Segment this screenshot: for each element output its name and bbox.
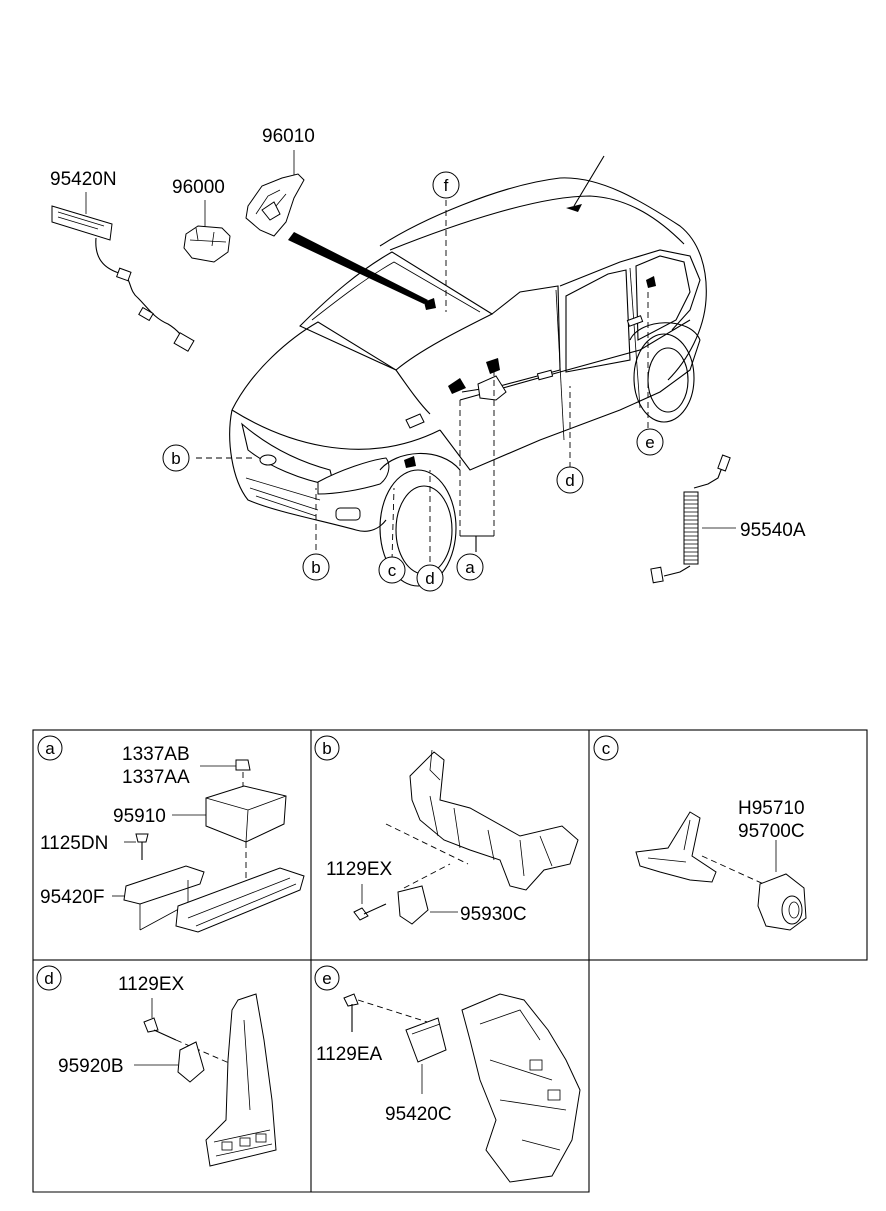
label-95930c: 95930C [460, 904, 527, 925]
svg-text:e: e [645, 433, 654, 452]
label-1337ab: 1337AB [122, 744, 190, 765]
detail-panels: a 1337AB 1337AA 95910 1125DN 95420F [32, 729, 868, 1193]
panel-c: c H95710 95700C [593, 735, 807, 931]
label-1337aa: 1337AA [122, 767, 190, 788]
module-96010: 96010 [245, 126, 315, 237]
label-95420f: 95420F [40, 887, 104, 908]
vehicle-illustration [229, 155, 707, 587]
callout-b-front: b [162, 444, 190, 472]
panel-e-letter: e [322, 969, 331, 988]
mirror-pointer [288, 232, 428, 304]
label-1125dn: 1125DN [40, 833, 108, 854]
panel-d: d 1129EX 95920B [36, 965, 277, 1167]
panel-b-letter: b [322, 739, 331, 758]
label-1129ea: 1129EA [316, 1044, 383, 1065]
svg-text:d: d [425, 569, 434, 588]
label-1129ex-b: 1129EX [326, 859, 393, 880]
panel-b: b 1129EX 95930C [314, 735, 579, 925]
label-95700c: 95700C [738, 821, 805, 842]
callout-lines [196, 200, 649, 562]
panel-e: e 1129EA 95420C [314, 965, 581, 1183]
panel-c-letter: c [602, 739, 611, 758]
svg-text:b: b [311, 558, 320, 577]
svg-text:c: c [388, 561, 397, 580]
label-1129ex-d: 1129EX [118, 974, 185, 995]
callout-a: a [456, 553, 484, 581]
label-96010: 96010 [262, 126, 315, 147]
panel-a-letter: a [45, 739, 55, 758]
module-96000: 96000 [172, 177, 231, 263]
svg-text:f: f [444, 176, 449, 195]
label-h95710: H95710 [738, 798, 805, 819]
panel-d-letter: d [44, 969, 53, 988]
callout-d-front: d [416, 564, 444, 592]
vehicle-overview: 95420N 96000 96010 [50, 126, 806, 592]
svg-text:d: d [565, 471, 574, 490]
label-95540a: 95540A [740, 520, 806, 541]
cable-95540a: 95540A [650, 454, 806, 584]
label-95910: 95910 [113, 806, 166, 827]
callout-d-rear: d [556, 466, 584, 494]
label-95920b: 95920B [58, 1056, 124, 1077]
callout-e: e [636, 428, 664, 456]
callout-c: c [378, 556, 406, 584]
svg-text:a: a [465, 558, 475, 577]
svg-text:b: b [171, 449, 180, 468]
callout-b-lower: b [302, 553, 330, 581]
label-95420c: 95420C [385, 1104, 452, 1125]
module-95420n: 95420N [50, 169, 195, 352]
panel-a: a 1337AB 1337AA 95910 1125DN 95420F [37, 735, 305, 933]
callout-circles: f b b c d a d [162, 171, 664, 592]
label-95420n: 95420N [50, 169, 117, 190]
callout-f: f [432, 171, 460, 199]
label-96000: 96000 [172, 177, 225, 198]
